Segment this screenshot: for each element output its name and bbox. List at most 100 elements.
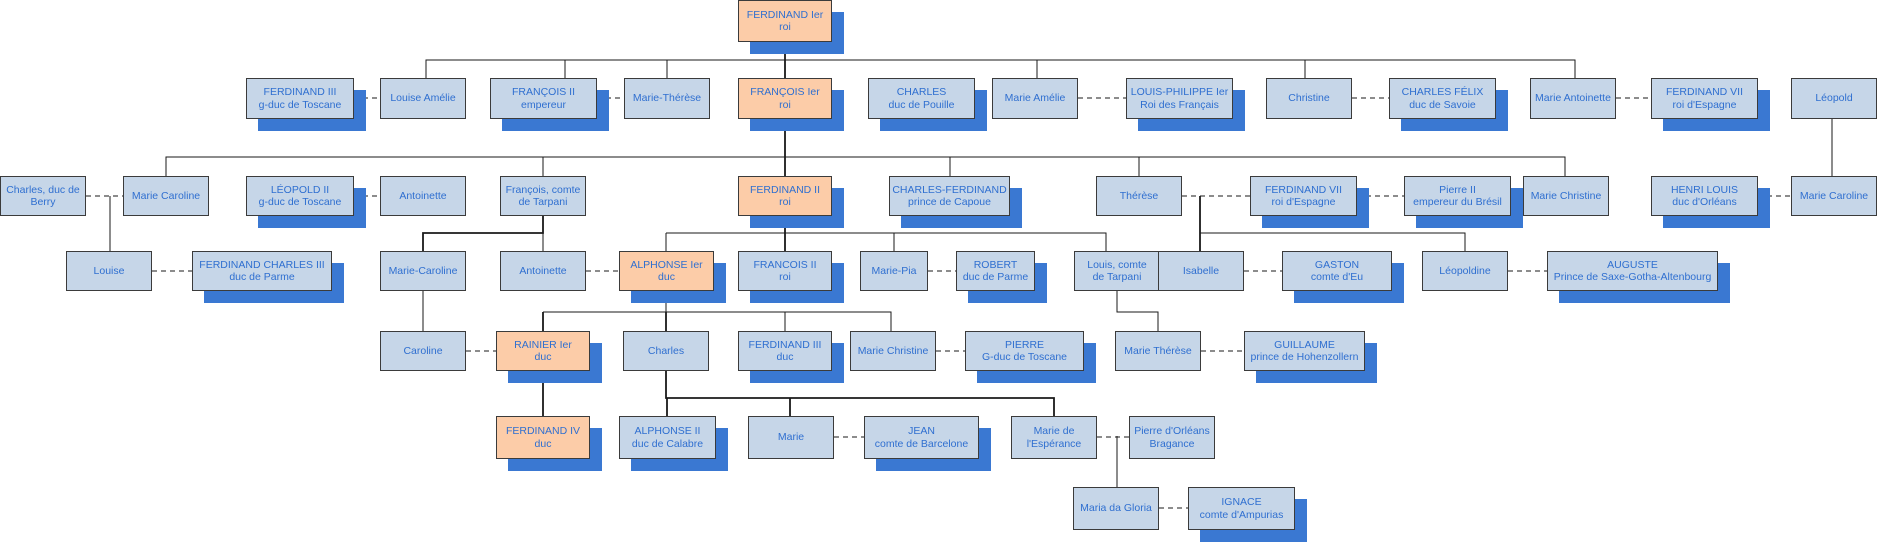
person-name: ALPHONSE II xyxy=(634,425,701,437)
descent-line xyxy=(1200,232,1466,251)
person-box: Louise xyxy=(66,251,152,291)
person-box: Marie Caroline xyxy=(1791,176,1877,216)
person-node-leopold: Léopold xyxy=(1791,78,1877,119)
person-name: FERDINAND III xyxy=(263,86,337,98)
person-box: Marie-Caroline xyxy=(380,251,466,291)
person-title: Berry xyxy=(30,196,56,208)
person-name: FERDINAND III xyxy=(748,338,822,351)
person-box: Marie-Thérèse xyxy=(624,78,710,119)
descent-line xyxy=(666,232,1107,251)
person-title: empereur xyxy=(521,98,566,111)
person-name: CHARLES FÉLIX xyxy=(1401,86,1484,98)
person-name: Louis, comte xyxy=(1087,258,1147,271)
person-box: Maria da Gloria xyxy=(1073,487,1159,530)
person-title: G-duc de Toscane xyxy=(981,351,1068,363)
person-name: Caroline xyxy=(403,344,443,357)
person-node-marie-antoinette: Marie Antoinette xyxy=(1530,78,1616,119)
person-title: roi d'Espagne xyxy=(1271,196,1336,208)
person-node-marie-caroline2: Marie Caroline xyxy=(1791,176,1877,216)
person-node-therese: Thérèse xyxy=(1096,176,1182,216)
person-name: Pierre d'Orléans xyxy=(1134,425,1210,437)
person-box: Marie Christine xyxy=(850,331,936,371)
person-title: g-duc de Toscane xyxy=(258,98,342,111)
person-name: Thérèse xyxy=(1119,189,1159,202)
person-title: Prince de Saxe-Gotha-Altenbourg xyxy=(1553,271,1712,283)
person-title: duc d'Orléans xyxy=(1672,196,1737,208)
person-box: Marie-Pia xyxy=(860,251,928,291)
person-node-christine: Christine xyxy=(1266,78,1352,119)
person-title: comte d'Ampurias xyxy=(1199,508,1284,521)
person-node-antoinette2: Antoinette xyxy=(500,251,586,291)
descent-line xyxy=(165,156,1566,176)
descent-line xyxy=(665,371,1055,416)
person-title: duc de Parme xyxy=(229,271,295,283)
person-name: Marie Antoinette xyxy=(1535,92,1611,105)
person-name: Marie xyxy=(777,431,805,444)
person-title: roi xyxy=(779,98,791,111)
person-title: empereur du Brésil xyxy=(1413,196,1502,208)
person-box: Thérèse xyxy=(1096,176,1182,216)
person-title: prince de Capoue xyxy=(908,196,991,208)
person-name: IGNACE xyxy=(1221,496,1262,508)
person-name: PIERRE xyxy=(1004,338,1045,351)
person-name: Marie-Thérèse xyxy=(632,92,702,105)
person-title: l'Espérance xyxy=(1026,437,1082,450)
person-node-isabelle: Isabelle xyxy=(1158,251,1244,291)
person-name: FRANÇOIS II xyxy=(511,86,575,98)
person-name: Louise Amélie xyxy=(390,92,456,105)
person-name: FERDINAND CHARLES III xyxy=(199,258,325,271)
person-box: Marie Christine xyxy=(1523,176,1609,216)
person-name: Marie-Caroline xyxy=(388,264,458,277)
person-name: LOUIS-PHILIPPE Ier xyxy=(1130,86,1229,98)
person-name: FRANÇOIS Ier xyxy=(750,86,820,98)
person-name: Marie Thérèse xyxy=(1124,344,1192,357)
person-name: GUILLAUME xyxy=(1274,338,1335,351)
person-title: comte d'Eu xyxy=(1310,271,1364,283)
person-title: g-duc de Toscane xyxy=(258,196,342,208)
person-title: duc de Savoie xyxy=(1409,98,1476,111)
person-node-maria-gloria: Maria da Gloria xyxy=(1073,487,1159,530)
person-name: Marie-Pia xyxy=(871,264,917,277)
person-node-caroline: Caroline xyxy=(380,331,466,371)
person-box: Charles xyxy=(623,331,709,371)
person-title: duc xyxy=(534,437,552,450)
person-title: prince de Hohenzollern xyxy=(1250,351,1359,363)
person-box: Christine xyxy=(1266,78,1352,119)
